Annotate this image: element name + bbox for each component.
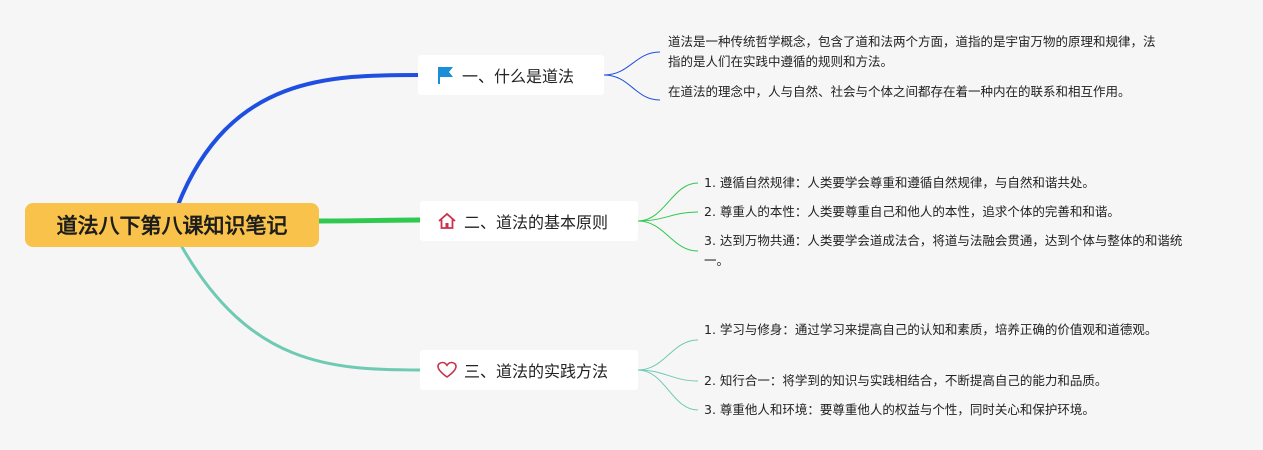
leaf-item[interactable]: 3. 达到万物共通：人类要学会道成法合，将道与法融会贯通，达到个体与整体的和谐统… xyxy=(704,233,1183,268)
leaf-item[interactable]: 1. 学习与修身：通过学习来提高自己的认知和素质，培养正确的价值观和道德观。 xyxy=(704,322,1158,337)
leaf-connector-1-1 xyxy=(603,51,661,76)
heart-icon xyxy=(436,359,458,381)
branch-2-connector xyxy=(315,217,423,224)
branch-1-connector xyxy=(176,73,422,207)
root-topic-label: 道法八下第八课知识笔记 xyxy=(56,214,288,238)
leaf-connector-1-2 xyxy=(603,74,661,101)
leaf-item[interactable]: 1. 遵循自然规律：人类要学会尊重和遵循自然规律，与自然和谐共处。 xyxy=(704,175,1095,190)
branch-practice-methods[interactable]: 三、道法的实践方法 xyxy=(420,350,638,390)
flag-icon xyxy=(434,64,456,86)
leaf-connector-2-2 xyxy=(637,211,699,222)
leaf-item[interactable]: 道法是一种传统哲学概念，包含了道和法两个方面，道指的是宇宙万物的原理和规律，法指… xyxy=(668,34,1156,69)
branch-basic-principles[interactable]: 二、道法的基本原则 xyxy=(420,201,638,241)
leaf-connector-3-2 xyxy=(637,369,699,382)
leaf-item[interactable]: 在道法的理念中，人与自然、社会与个体之间都存在着一种内在的联系和相互作用。 xyxy=(668,84,1131,99)
leaf-connector-3-1 xyxy=(637,339,699,371)
branch-what-is-daofa[interactable]: 一、什么是道法 xyxy=(418,55,604,95)
home-icon xyxy=(436,210,458,232)
branch-label: 二、道法的基本原则 xyxy=(464,213,609,232)
branch-3-connector xyxy=(180,245,422,372)
leaf-connector-3-3 xyxy=(637,369,699,411)
leaf-connector-2-1 xyxy=(637,182,699,222)
branch-label: 三、道法的实践方法 xyxy=(464,362,609,381)
leaf-item[interactable]: 2. 知行合一：将学到的知识与实践相结合，不断提高自己的能力和品质。 xyxy=(704,373,1108,388)
root-topic[interactable]: 道法八下第八课知识笔记 xyxy=(25,203,319,247)
leaf-connector-2-3 xyxy=(637,220,699,252)
branch-label: 一、什么是道法 xyxy=(462,67,575,86)
leaf-item[interactable]: 2. 尊重人的本性：人类要尊重自己和他人的本性，追求个体的完善和和谐。 xyxy=(704,204,1120,219)
leaf-item[interactable]: 3. 尊重他人和环境：要尊重他人的权益与个性，同时关心和保护环境。 xyxy=(704,402,1095,417)
